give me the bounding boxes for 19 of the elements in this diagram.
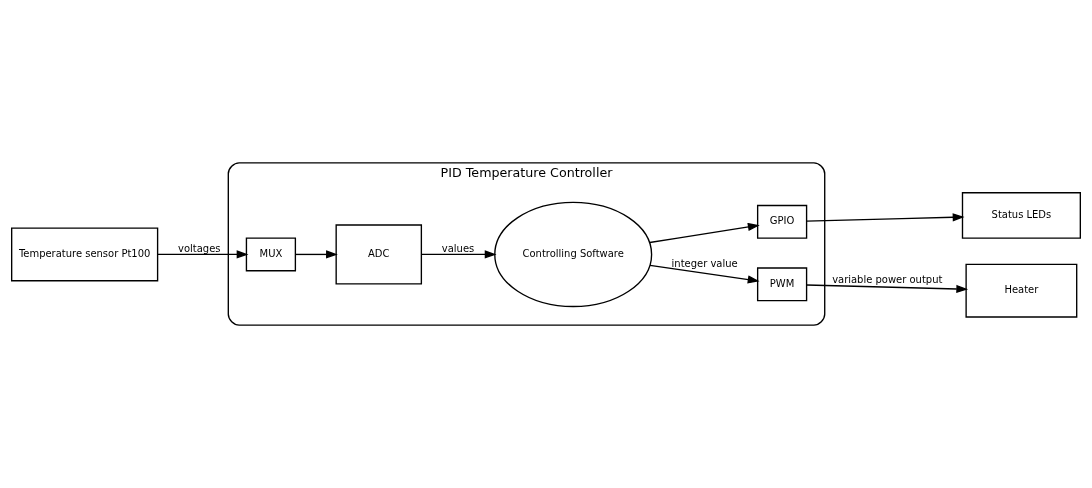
node-box: GPIO [756,204,808,239]
edge-label: voltages [178,242,221,254]
arrow [649,264,760,284]
node-box: ADC [335,224,423,285]
arrow [806,213,965,222]
node-ellipse: Controlling Software [494,201,653,308]
edge-label: variable power output [832,274,943,286]
node-box: Status LEDs [961,192,1081,239]
node-box: PWM [756,267,808,302]
node-box: MUX [245,237,297,272]
arrow [420,250,497,259]
edge-label: integer value [671,257,738,269]
arrow [294,250,338,259]
node-box: Heater [965,263,1078,318]
arrow [806,284,969,294]
arrow [156,250,249,259]
node-box: Temperature sensor Pt100 [11,227,159,282]
arrow [649,222,760,244]
edge-label: values [441,242,475,254]
